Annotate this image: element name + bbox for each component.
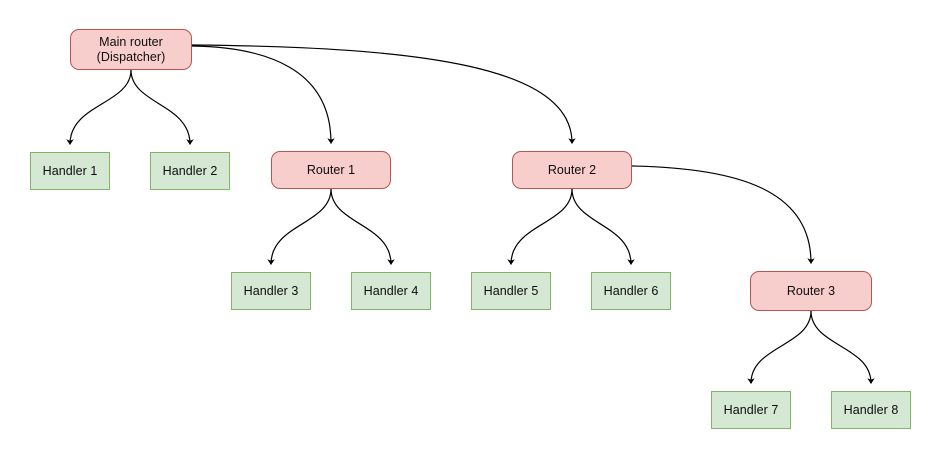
node-label: Router 3	[786, 283, 836, 298]
edge-router-2-to-router-3	[631, 165, 815, 264]
node-handler-1[interactable]: Handler 1	[30, 152, 110, 190]
edge-paths	[66, 44, 875, 384]
node-label: Handler 3	[243, 283, 299, 298]
edge-router-3-to-handler-7	[747, 310, 812, 384]
node-main-router[interactable]: Main router (Dispatcher)	[70, 29, 192, 70]
edge-main-router-to-handler-2	[130, 69, 194, 145]
node-handler-6[interactable]: Handler 6	[591, 272, 671, 310]
node-handler-7[interactable]: Handler 7	[711, 391, 791, 429]
edge-router-3-to-handler-8	[810, 310, 875, 384]
node-label: Handler 4	[363, 283, 419, 298]
node-label: Handler 5	[483, 283, 539, 298]
edge-main-router-to-router-1	[191, 45, 335, 144]
edge-router-2-to-handler-6	[571, 188, 635, 265]
edge-main-router-to-router-2	[191, 44, 576, 144]
node-handler-2[interactable]: Handler 2	[150, 152, 230, 190]
edge-main-router-to-handler-1	[66, 69, 132, 145]
node-label: Router 2	[547, 162, 597, 177]
edge-router-2-to-handler-5	[507, 188, 573, 265]
node-router-3[interactable]: Router 3	[750, 271, 872, 311]
node-label: Handler 1	[42, 163, 98, 178]
node-label: Router 1	[306, 162, 356, 177]
node-label: Handler 7	[723, 402, 779, 417]
node-handler-5[interactable]: Handler 5	[471, 272, 551, 310]
edge-router-1-to-handler-4	[330, 188, 395, 265]
node-router-2[interactable]: Router 2	[512, 151, 632, 189]
node-handler-3[interactable]: Handler 3	[231, 272, 311, 310]
node-handler-8[interactable]: Handler 8	[831, 391, 911, 429]
node-label: Handler 8	[843, 402, 899, 417]
node-label: Main router (Dispatcher)	[96, 34, 166, 64]
node-handler-4[interactable]: Handler 4	[351, 272, 431, 310]
node-router-1[interactable]: Router 1	[271, 151, 391, 189]
node-label: Handler 6	[603, 283, 659, 298]
edge-router-1-to-handler-3	[267, 188, 332, 265]
node-label: Handler 2	[162, 163, 218, 178]
